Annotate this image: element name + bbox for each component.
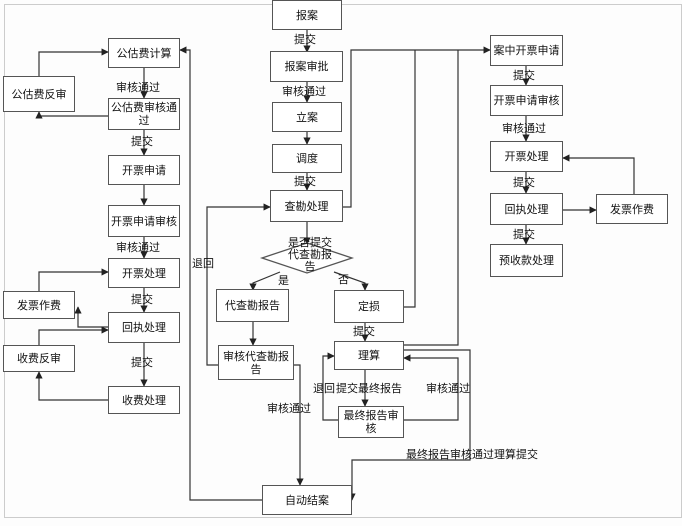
node-shenhe-daichakan[interactable]: 审核代查勘报告 bbox=[218, 345, 294, 380]
edge-label: 提交最终报告 bbox=[336, 382, 402, 395]
edge bbox=[333, 271, 369, 291]
edge-label: 提交 bbox=[131, 356, 153, 369]
edge-label: 提交 bbox=[131, 293, 153, 306]
node-gongguji[interactable]: 公估费计算 bbox=[108, 38, 180, 68]
edge bbox=[343, 46, 491, 208]
edge-label: 审核通过 bbox=[267, 402, 311, 415]
edge-label: 提交 bbox=[353, 325, 375, 338]
edge-label: 否 bbox=[338, 273, 349, 286]
node-left-kaipiao-shenhe[interactable]: 开票申请审核 bbox=[108, 205, 180, 237]
edge bbox=[38, 268, 109, 291]
node-right-kaipiao-shenhe[interactable]: 开票申请审核 bbox=[490, 85, 563, 116]
edge bbox=[38, 48, 109, 76]
node-right-anzhong[interactable]: 案中开票申请 bbox=[490, 35, 563, 66]
decision-diamond bbox=[259, 242, 355, 274]
node-gonggu-shenhe[interactable]: 公估费审核通过 bbox=[108, 98, 180, 130]
edge-label: 提交 bbox=[513, 228, 535, 241]
node-left-kaipiao-chuli[interactable]: 开票处理 bbox=[108, 258, 180, 288]
edge-label: 提交 bbox=[294, 175, 316, 188]
edge bbox=[294, 364, 304, 486]
edge-label: 审核通过 bbox=[116, 81, 160, 94]
edge bbox=[35, 371, 108, 401]
node-zidong[interactable]: 自动结案 bbox=[262, 485, 352, 515]
edge bbox=[322, 352, 338, 421]
edge-label: 审核通过 bbox=[426, 382, 470, 395]
edge-label: 是 bbox=[278, 274, 289, 287]
node-daichakan[interactable]: 代查勘报告 bbox=[216, 289, 289, 322]
edge-label: 审核通过 bbox=[502, 122, 546, 135]
node-right-huizhi[interactable]: 回执处理 bbox=[490, 193, 563, 225]
edge bbox=[74, 306, 108, 328]
node-baoan-shenpi[interactable]: 报案审批 bbox=[270, 51, 343, 82]
edge bbox=[206, 203, 271, 366]
node-right-fapiao[interactable]: 发票作费 bbox=[596, 194, 668, 224]
edge-label: 审核通过 bbox=[116, 241, 160, 254]
edge-label: 审核通过 bbox=[282, 85, 326, 98]
edge-label: 退回 bbox=[192, 257, 214, 270]
edge bbox=[35, 111, 108, 119]
node-left-shoufei-fanshen[interactable]: 收费反审 bbox=[3, 345, 75, 372]
node-dingsun[interactable]: 定损 bbox=[334, 290, 404, 323]
edge bbox=[403, 354, 459, 421]
decision-label: 是否提交代查勘报告 bbox=[288, 236, 332, 273]
edge bbox=[249, 271, 281, 291]
edge bbox=[38, 326, 109, 345]
edge bbox=[562, 154, 635, 194]
node-gonggu-fanshen[interactable]: 公估费反审 bbox=[3, 76, 75, 112]
edge-label: 提交 bbox=[513, 69, 535, 82]
node-zuizhong[interactable]: 最终报告审核 bbox=[338, 406, 404, 438]
edge bbox=[404, 50, 416, 308]
node-lisuan[interactable]: 理算 bbox=[334, 341, 404, 370]
node-left-shoufei[interactable]: 收费处理 bbox=[108, 386, 180, 414]
edge-label: 提交 bbox=[131, 135, 153, 148]
node-chakan[interactable]: 查勘处理 bbox=[270, 190, 343, 222]
edge bbox=[179, 46, 262, 501]
edge bbox=[404, 50, 459, 346]
edge bbox=[348, 349, 471, 501]
node-left-huizhi[interactable]: 回执处理 bbox=[108, 312, 180, 343]
edge-label: 最终报告审核通过理算提交 bbox=[406, 448, 538, 461]
node-left-kaipiao-shenqing[interactable]: 开票申请 bbox=[108, 155, 180, 185]
node-right-kaipiao-chuli[interactable]: 开票处理 bbox=[490, 141, 563, 172]
node-lian[interactable]: 立案 bbox=[272, 102, 342, 132]
edge-label: 提交 bbox=[513, 176, 535, 189]
node-right-yushou[interactable]: 预收款处理 bbox=[490, 244, 563, 277]
edge-label: 退回 bbox=[313, 382, 335, 395]
node-left-fapiao[interactable]: 发票作费 bbox=[3, 291, 75, 319]
node-diaodu[interactable]: 调度 bbox=[272, 144, 342, 173]
node-baoan[interactable]: 报案 bbox=[272, 0, 342, 30]
edge-label: 提交 bbox=[294, 33, 316, 46]
